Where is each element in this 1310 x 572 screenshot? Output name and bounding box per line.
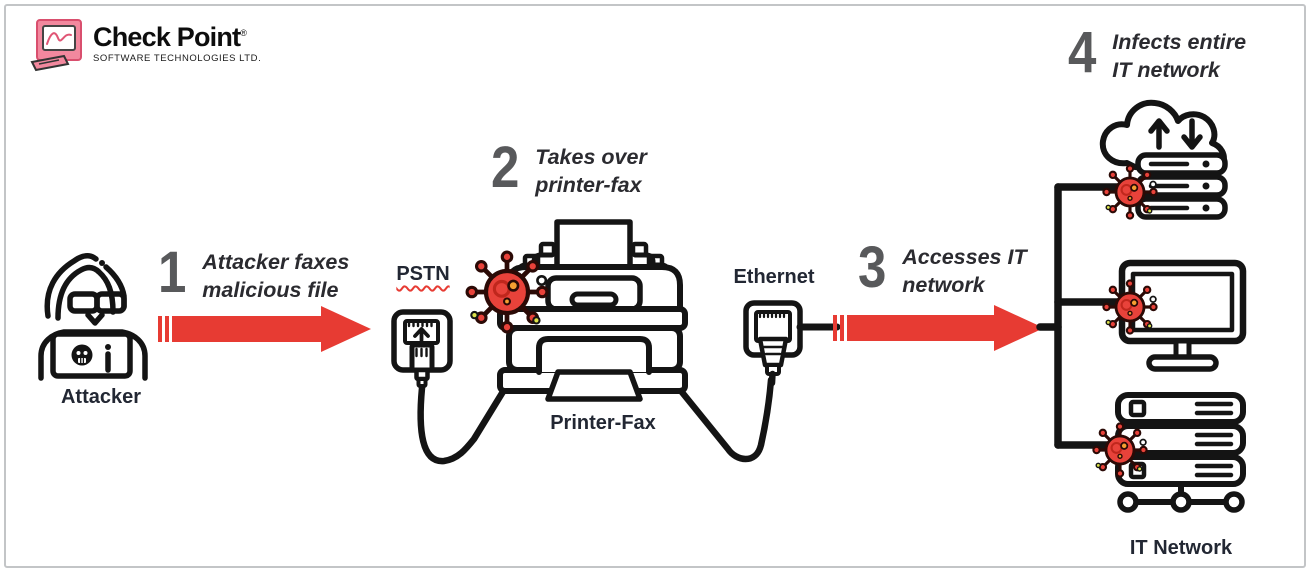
virus-icon <box>467 252 547 332</box>
ethernet-cable <box>677 376 775 463</box>
virus-icon <box>1102 164 1158 220</box>
step-number: 4 <box>1068 20 1097 85</box>
cloud-server-icon <box>1099 99 1228 220</box>
server-rack-icon <box>1115 392 1246 513</box>
monitor-icon <box>1118 259 1247 372</box>
virus-icon <box>1102 279 1158 335</box>
brand-name: Check Point® <box>93 22 247 52</box>
pstn-label: PSTN <box>396 263 450 285</box>
it-network-assembly <box>1036 99 1247 513</box>
ethernet-label: Ethernet <box>733 266 815 288</box>
checkpoint-logo-icon <box>30 19 82 72</box>
step-number: 3 <box>858 235 887 300</box>
attack-arrow-1 <box>158 306 371 352</box>
checkpoint-logo: Check Point® SOFTWARE TECHNOLOGIES LTD. <box>30 18 261 74</box>
ethernet-jack-icon <box>743 300 803 387</box>
pstn-cable <box>417 384 508 465</box>
printer-fax-label: Printer-Fax <box>550 412 656 434</box>
it-network-label: IT Network <box>1129 537 1233 559</box>
registered-mark: ® <box>240 28 247 38</box>
step-number: 1 <box>158 240 187 305</box>
brand-tagline: SOFTWARE TECHNOLOGIES LTD. <box>93 53 262 64</box>
attacker-label: Attacker <box>60 386 142 408</box>
attacker-icon <box>38 253 148 381</box>
printer-fax-assembly <box>391 219 841 465</box>
step-number: 2 <box>491 135 520 200</box>
attack-arrow-2 <box>833 305 1044 351</box>
pstn-jack-icon <box>391 309 453 388</box>
virus-icon <box>1092 422 1148 478</box>
